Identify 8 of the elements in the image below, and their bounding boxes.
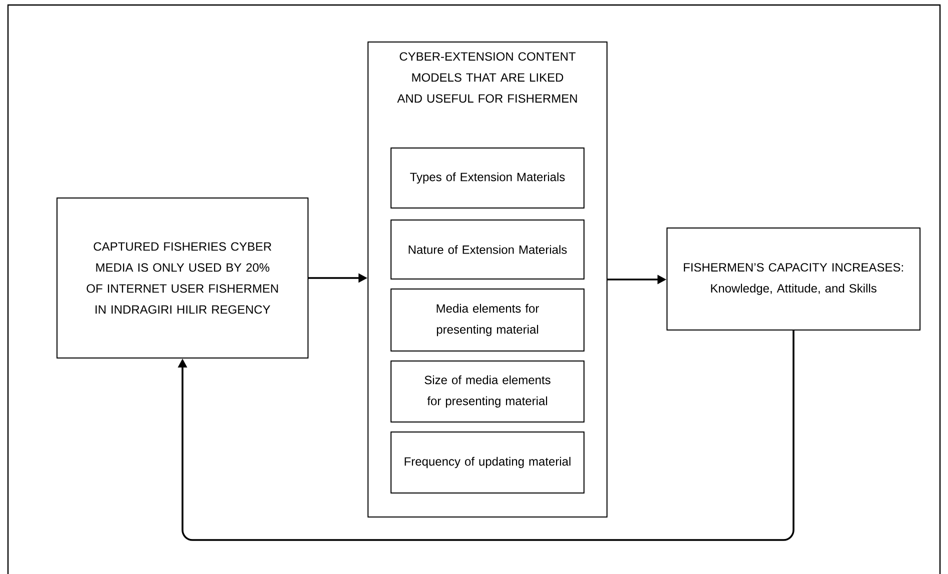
item-box: Media elements for presenting material — [390, 288, 584, 352]
item-box: Nature of Extension Materials — [390, 220, 584, 280]
item-box: Frequency of updating material — [390, 432, 584, 494]
process-box: CAPTURED FISHERIES CYBER MEDIA IS ONLY USED BY 20% OF INTERNET USER FISHERMEN IN INDRAGIRI HILIR REGENCY — [56, 198, 308, 358]
item-box: Size of media elements for presenting material — [390, 360, 584, 422]
arrow — [178, 330, 794, 541]
process-box: FISHERMEN’S CAPACITY INCREASES: Knowledge, Attitude, and Skills — [666, 228, 920, 330]
item-box: Types of Extension Materials — [390, 148, 584, 208]
